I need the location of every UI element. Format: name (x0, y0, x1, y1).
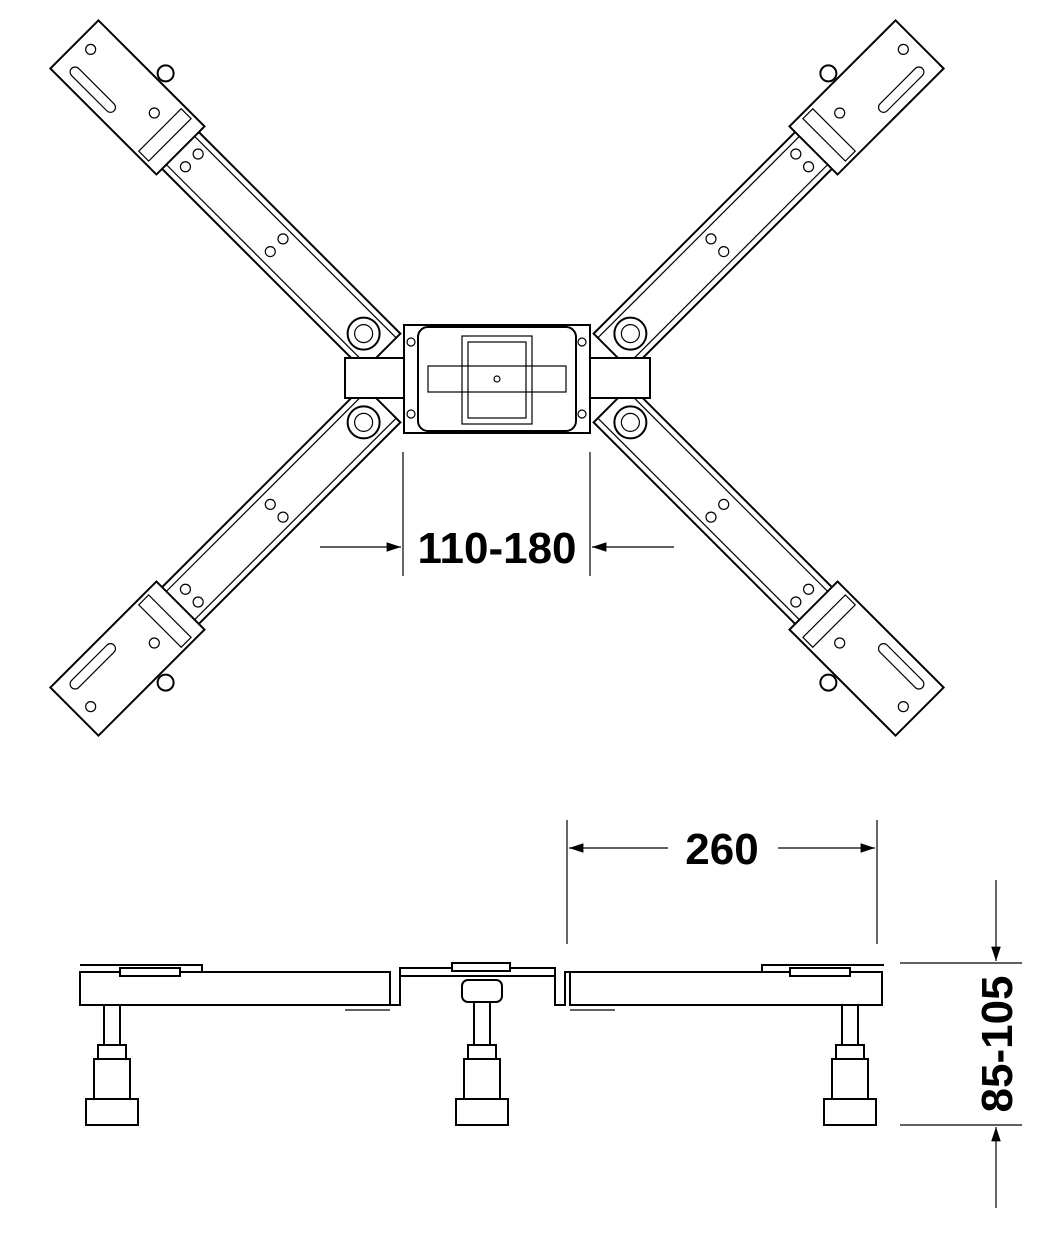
arm-spacing-dimension: 110-180 (417, 524, 576, 573)
plan-view: 110-180 (49, 6, 945, 750)
side-view: 260 85- (79, 820, 1022, 1208)
center-plate (344, 324, 651, 434)
arm-lower-left (49, 378, 420, 750)
leg-left (85, 1004, 139, 1126)
arm-lower-right (574, 378, 945, 750)
arm-length-dimension: 260 (685, 825, 758, 874)
arm-upper-left (49, 6, 420, 378)
arm-upper-right (574, 6, 945, 378)
height-dimension: 85-105 (973, 975, 1022, 1112)
leg-center (455, 979, 509, 1126)
leg-right (823, 1004, 877, 1126)
